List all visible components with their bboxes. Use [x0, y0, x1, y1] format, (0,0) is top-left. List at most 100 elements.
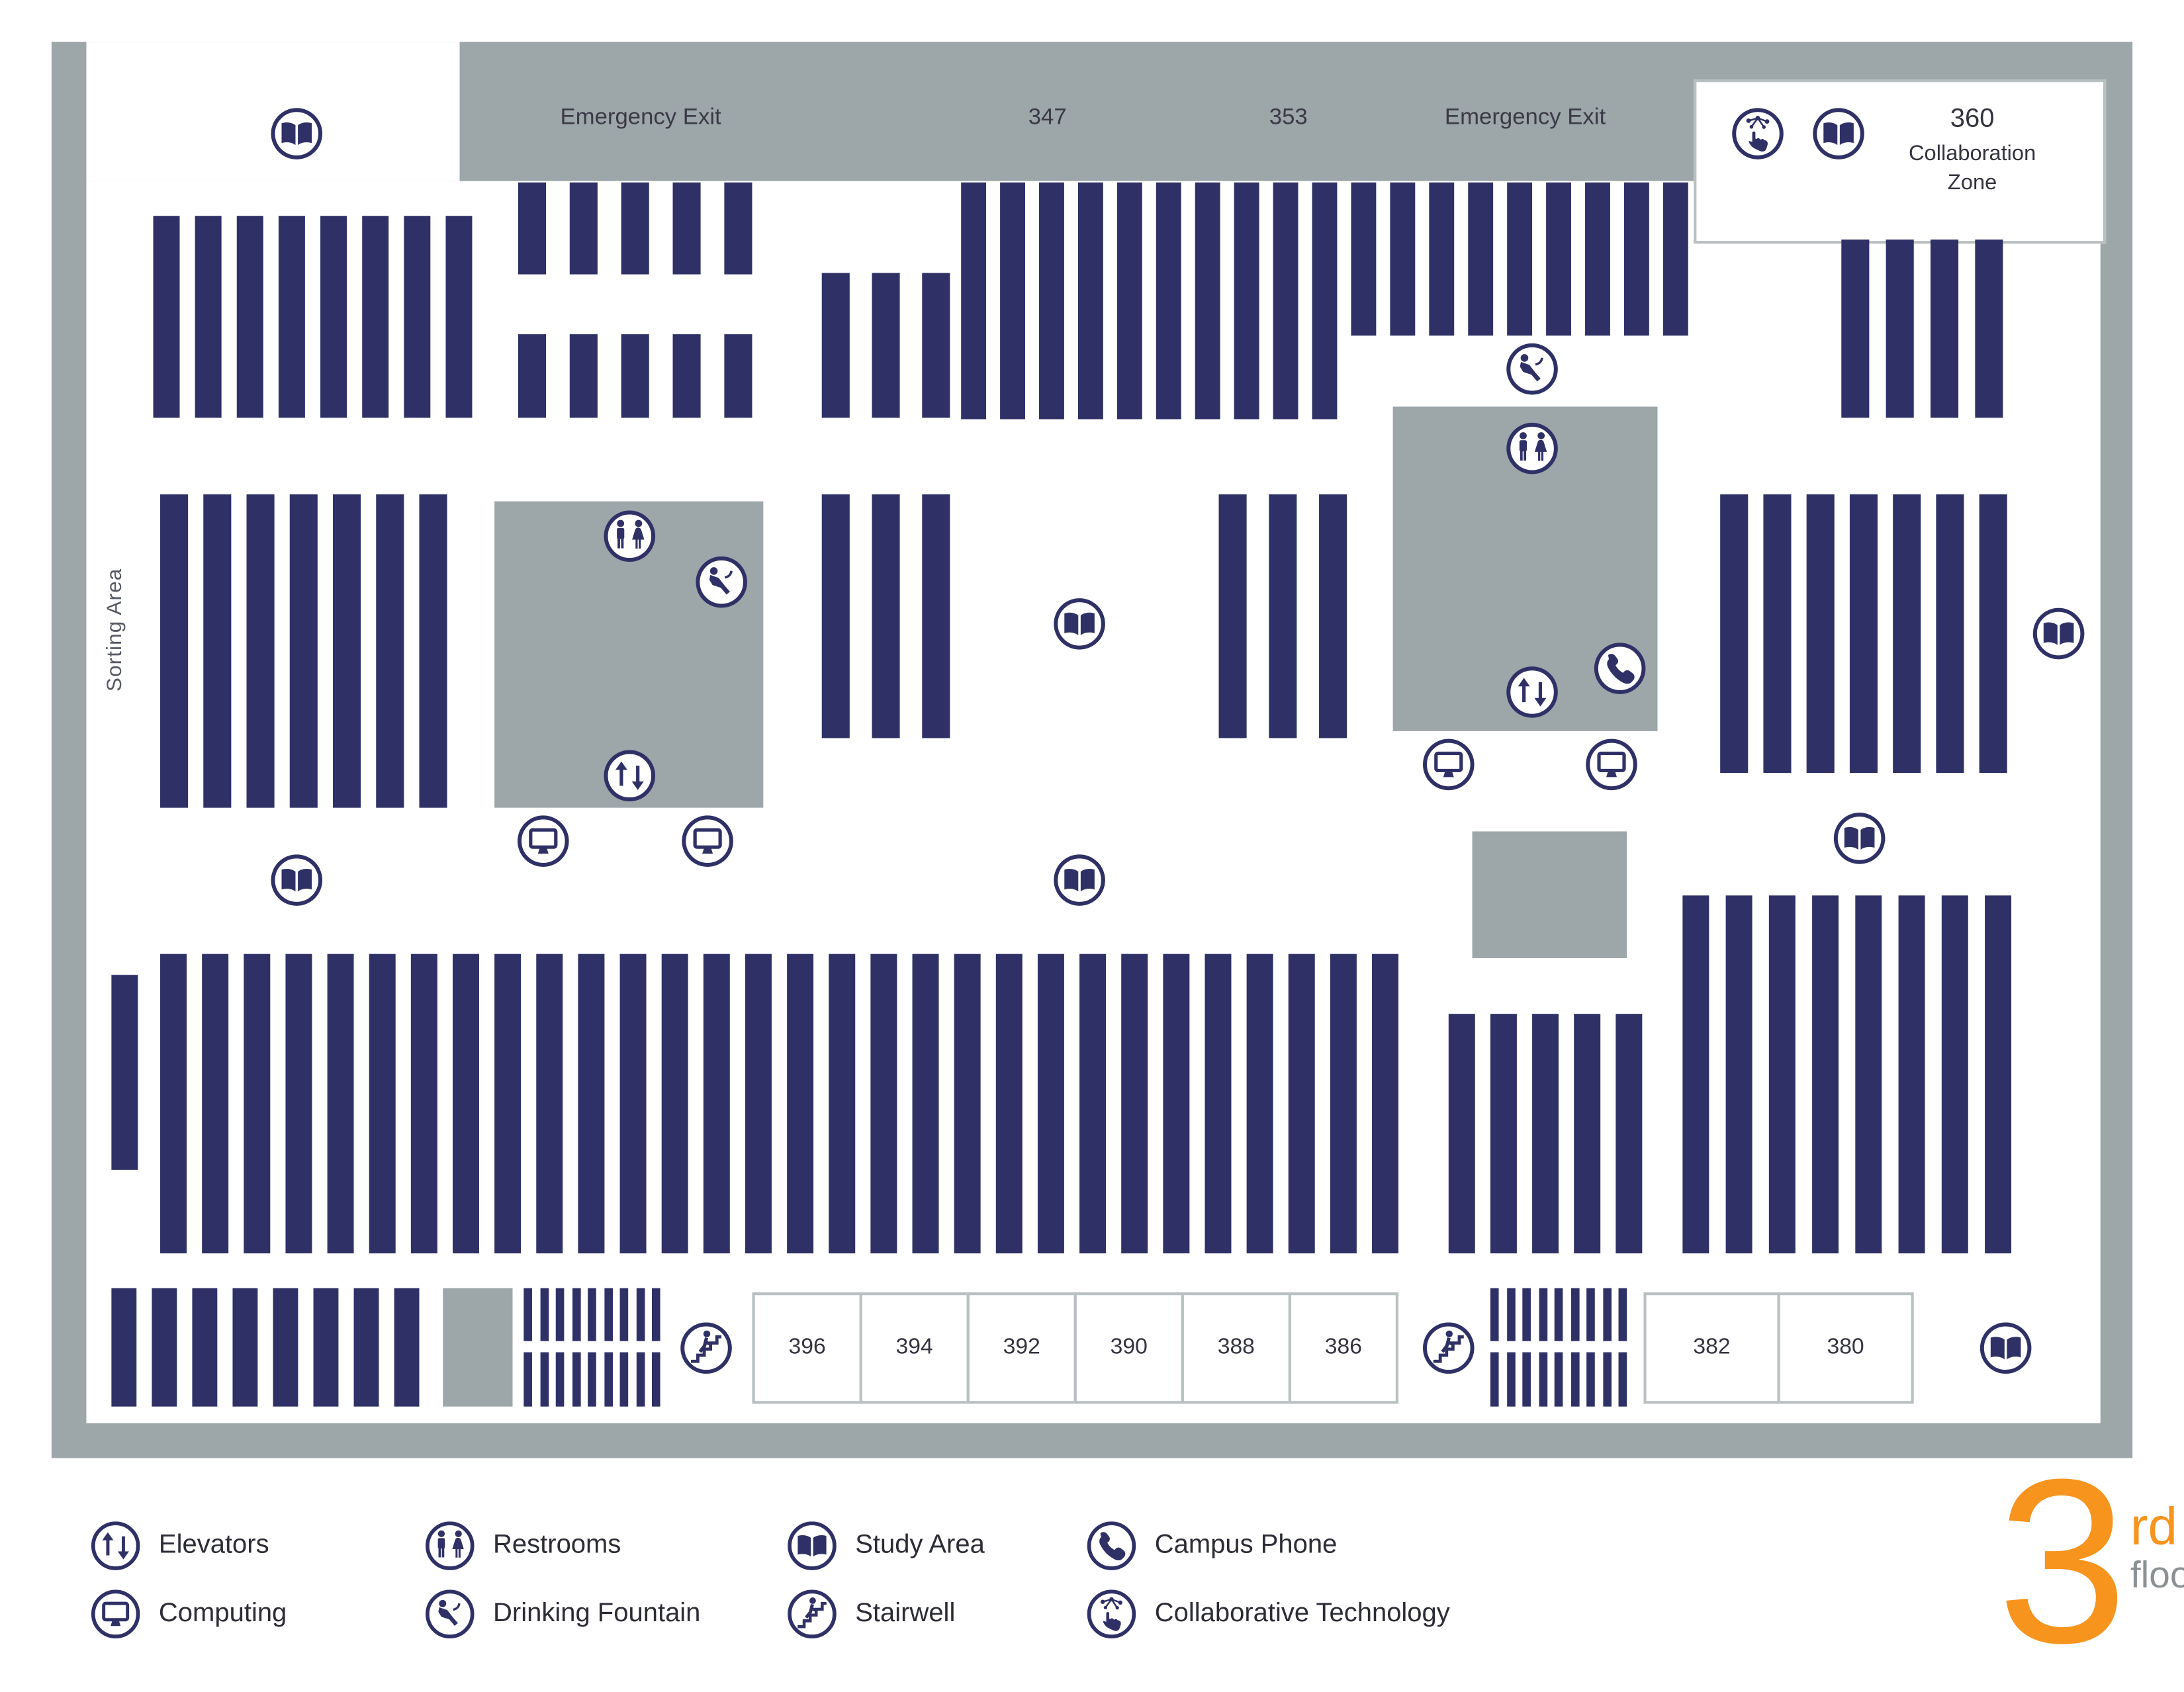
bookshelf [1682, 895, 1709, 1254]
bookshelf [651, 1352, 660, 1407]
bookshelf [829, 954, 856, 1254]
bookshelf [604, 1288, 612, 1341]
corridor-label: Emergency Exit [1444, 104, 1606, 130]
legend-label: Collaborative Technology [1154, 1598, 1450, 1628]
study-area-icon [1053, 598, 1106, 650]
bookshelf [588, 1288, 596, 1341]
bookshelf [1768, 895, 1796, 1254]
bookshelf [872, 273, 900, 418]
bookshelf [369, 954, 396, 1254]
bookshelf [1886, 239, 1914, 418]
corridor-label: 347 [1028, 104, 1067, 130]
bookshelf [995, 954, 1023, 1254]
bookshelf [1273, 182, 1298, 420]
bookshelf [192, 1288, 218, 1407]
legend-item-campus-phone: Campus Phone [1087, 1520, 1741, 1570]
bookshelf [1602, 1352, 1611, 1407]
bookshelf [1570, 1288, 1579, 1341]
bookshelf [152, 1288, 177, 1407]
bookshelf [246, 494, 275, 808]
bookshelf [1468, 182, 1494, 336]
bookshelf [404, 216, 431, 418]
bookshelf [1121, 954, 1148, 1254]
bookshelf [621, 334, 649, 418]
bookshelf [1077, 182, 1103, 420]
stairwell-icon [787, 1588, 837, 1638]
computing-icon [91, 1588, 141, 1638]
bookshelf [635, 1288, 645, 1341]
room-392: 392 [966, 1292, 1077, 1404]
bookshelf [651, 1288, 660, 1341]
bookshelf [922, 273, 950, 418]
bookshelf [1156, 182, 1181, 420]
campus-phone-icon [1087, 1520, 1137, 1570]
bookshelf [1546, 182, 1571, 336]
bookshelf [285, 954, 312, 1254]
bookshelf [672, 334, 701, 418]
bookshelf [1506, 1352, 1515, 1407]
room-386: 386 [1288, 1292, 1399, 1404]
legend-item-stairwell: Stairwell [787, 1588, 1086, 1638]
bookshelf [1985, 895, 2012, 1254]
bookshelf [1586, 1288, 1595, 1341]
bookshelf [1618, 1288, 1627, 1341]
bookshelf [320, 216, 347, 418]
bookshelf [555, 1288, 565, 1341]
bookshelf [1975, 239, 2003, 418]
legend-item-restrooms: Restrooms [425, 1520, 787, 1570]
legend-item-drinking-fountain: Drinking Fountain [425, 1588, 787, 1638]
bookshelf [539, 1288, 549, 1341]
service-room [1472, 831, 1627, 958]
study-area-icon [1833, 812, 1886, 865]
bookshelf [1506, 1288, 1515, 1341]
bookshelf [571, 1288, 580, 1341]
floor-word: floor [2130, 1554, 2184, 1596]
bookshelf [1941, 895, 1968, 1254]
collaborative-technology-icon [1087, 1588, 1137, 1638]
bookshelf [1522, 1288, 1531, 1341]
bookshelf [232, 1288, 258, 1407]
bookshelf [1720, 494, 1749, 774]
bookshelf [289, 494, 318, 808]
legend-item-computing: Computing [91, 1588, 425, 1638]
bookshelf [353, 1288, 379, 1407]
legend-label: Study Area [855, 1529, 985, 1560]
elevators-icon [91, 1520, 141, 1570]
bookshelf [1602, 1288, 1611, 1341]
bookshelf [1490, 1288, 1499, 1341]
study-area-icon [787, 1520, 837, 1570]
bookshelf [410, 954, 437, 1254]
bookshelf [872, 494, 900, 738]
legend-label: Computing [158, 1598, 287, 1628]
bookshelf [787, 954, 814, 1254]
bookshelf [555, 1352, 565, 1407]
bookshelf [1538, 1352, 1547, 1407]
bookshelf [588, 1352, 596, 1407]
study-area-icon [1053, 854, 1106, 907]
bookshelf [1618, 1352, 1627, 1407]
bookshelf [569, 334, 598, 418]
bookshelf [961, 182, 987, 420]
bookshelf [244, 954, 271, 1254]
bookshelf [1288, 954, 1315, 1254]
collab-zone-name-line2: Zone [1947, 171, 1997, 195]
legend-label: Restrooms [493, 1529, 621, 1560]
bookshelf [821, 273, 850, 418]
computing-icon [1585, 738, 1638, 791]
room-390: 390 [1073, 1292, 1184, 1404]
bookshelf [1522, 1352, 1531, 1407]
bookshelf [160, 494, 189, 808]
bookshelf [1429, 182, 1455, 336]
room-396: 396 [752, 1292, 862, 1404]
bookshelf [1554, 1352, 1563, 1407]
bookshelf [1855, 895, 1882, 1254]
floor-badge: 3 rd floor [1997, 1445, 2184, 1678]
bookshelf [821, 494, 850, 738]
restrooms-icon [1506, 422, 1559, 475]
bookshelf [111, 1288, 137, 1407]
bookshelf [745, 954, 772, 1254]
bookshelf [912, 954, 939, 1254]
bookshelf [1574, 1014, 1601, 1254]
